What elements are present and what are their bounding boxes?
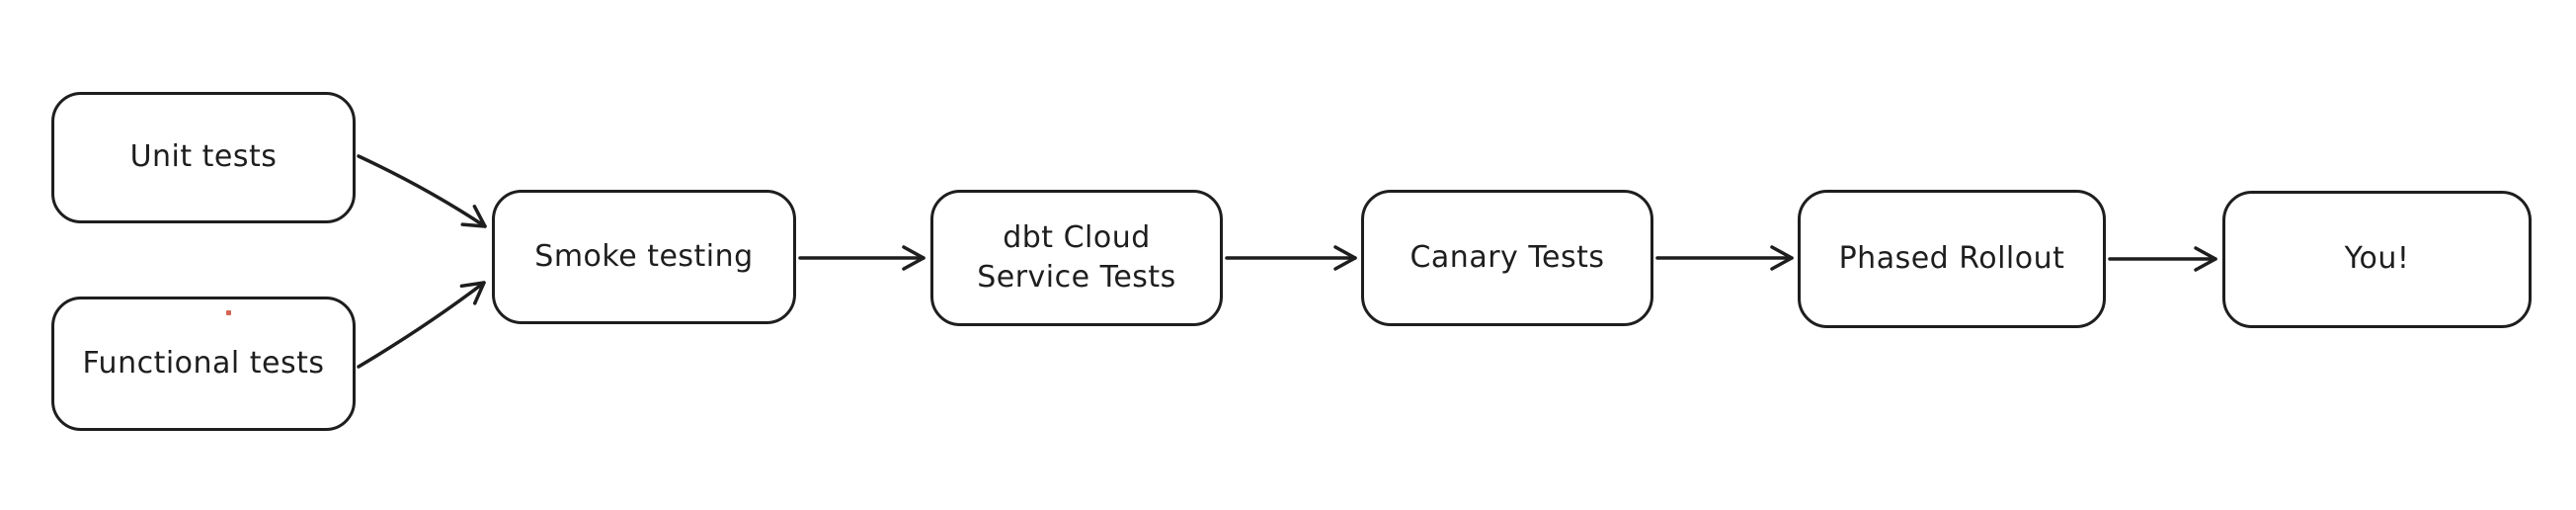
node-label: Smoke testing	[534, 238, 754, 274]
node-label: Phased Rollout	[1838, 240, 2065, 276]
node-canary-tests: Canary Tests	[1361, 190, 1653, 326]
stray-red-dot	[226, 310, 231, 315]
node-smoke-testing: Smoke testing	[492, 190, 796, 324]
node-label: dbt Cloud Service Tests	[977, 218, 1176, 298]
node-label-line-1: dbt Cloud	[1003, 219, 1151, 255]
node-label: Functional tests	[82, 345, 325, 381]
node-unit-tests: Unit tests	[51, 92, 356, 223]
node-dbt-cloud-service-tests: dbt Cloud Service Tests	[930, 190, 1223, 326]
node-phased-rollout: Phased Rollout	[1798, 190, 2106, 328]
arrow-functional-to-smoke	[357, 281, 486, 369]
arrow-unit-to-smoke	[357, 154, 487, 228]
node-you: You!	[2222, 191, 2532, 328]
node-label: Unit tests	[129, 139, 278, 175]
node-label-line-2: Service Tests	[977, 260, 1176, 295]
node-label: You!	[2344, 241, 2410, 277]
node-label: Canary Tests	[1409, 239, 1605, 275]
node-functional-tests: Functional tests	[51, 297, 356, 431]
